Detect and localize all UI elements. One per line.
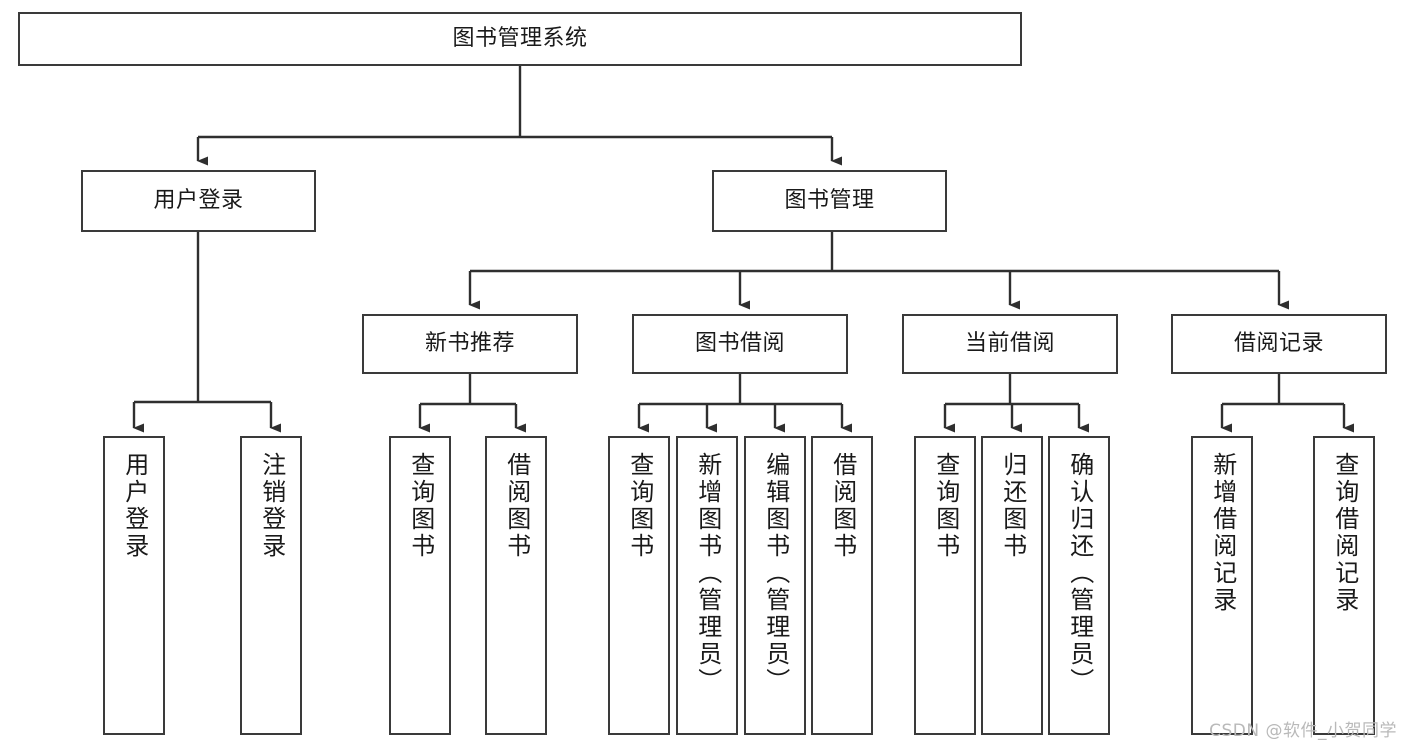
- node-leaf-user-login-label: 用户登录: [120, 452, 149, 560]
- node-leaf-query-book-recommend-label: 查询图书: [406, 452, 435, 560]
- node-leaf-borrow-book[interactable]: 借阅图书: [811, 436, 873, 735]
- node-leaf-query-book-current-label: 查询图书: [931, 452, 960, 560]
- node-user-login-label: 用户登录: [153, 187, 244, 213]
- node-leaf-edit-book-label: 编辑图书（管理员）: [761, 452, 790, 695]
- node-leaf-logout[interactable]: 注销登录: [240, 436, 302, 735]
- node-book-borrow[interactable]: 图书借阅: [632, 314, 848, 374]
- node-leaf-confirm-return-label: 确认归还（管理员）: [1065, 452, 1094, 695]
- node-leaf-confirm-return[interactable]: 确认归还（管理员）: [1048, 436, 1110, 735]
- node-leaf-query-borrow-record-label: 查询借阅记录: [1330, 452, 1359, 614]
- node-leaf-add-book[interactable]: 新增图书（管理员）: [676, 436, 738, 735]
- node-leaf-query-book-current[interactable]: 查询图书: [914, 436, 976, 735]
- node-leaf-borrow-book-label: 借阅图书: [828, 452, 857, 560]
- node-leaf-return-book[interactable]: 归还图书: [981, 436, 1043, 735]
- node-leaf-query-book-recommend[interactable]: 查询图书: [389, 436, 451, 735]
- node-leaf-borrow-book-recommend[interactable]: 借阅图书: [485, 436, 547, 735]
- node-current-borrow-label: 当前借阅: [964, 330, 1055, 356]
- node-book-manage[interactable]: 图书管理: [712, 170, 947, 232]
- node-root[interactable]: 图书管理系统: [18, 12, 1022, 66]
- node-book-borrow-label: 图书借阅: [694, 330, 785, 356]
- node-current-borrow[interactable]: 当前借阅: [902, 314, 1118, 374]
- node-leaf-return-book-label: 归还图书: [998, 452, 1027, 560]
- node-leaf-query-book-borrow-label: 查询图书: [625, 452, 654, 560]
- node-borrow-record[interactable]: 借阅记录: [1171, 314, 1387, 374]
- node-leaf-user-login[interactable]: 用户登录: [103, 436, 165, 735]
- node-leaf-add-borrow-record[interactable]: 新增借阅记录: [1191, 436, 1253, 735]
- node-new-book-recommend-label: 新书推荐: [424, 330, 515, 356]
- node-leaf-query-book-borrow[interactable]: 查询图书: [608, 436, 670, 735]
- node-leaf-edit-book[interactable]: 编辑图书（管理员）: [744, 436, 806, 735]
- node-leaf-add-borrow-record-label: 新增借阅记录: [1208, 452, 1237, 614]
- node-leaf-query-borrow-record[interactable]: 查询借阅记录: [1313, 436, 1375, 735]
- node-book-manage-label: 图书管理: [784, 187, 875, 213]
- node-borrow-record-label: 借阅记录: [1233, 330, 1324, 356]
- node-root-label: 图书管理系统: [452, 25, 588, 51]
- node-new-book-recommend[interactable]: 新书推荐: [362, 314, 578, 374]
- csdn-watermark: CSDN @软件_小贺同学: [1209, 721, 1397, 741]
- node-leaf-logout-label: 注销登录: [257, 452, 286, 560]
- node-user-login[interactable]: 用户登录: [81, 170, 316, 232]
- node-leaf-add-book-label: 新增图书（管理员）: [693, 452, 722, 695]
- node-leaf-borrow-book-recommend-label: 借阅图书: [502, 452, 531, 560]
